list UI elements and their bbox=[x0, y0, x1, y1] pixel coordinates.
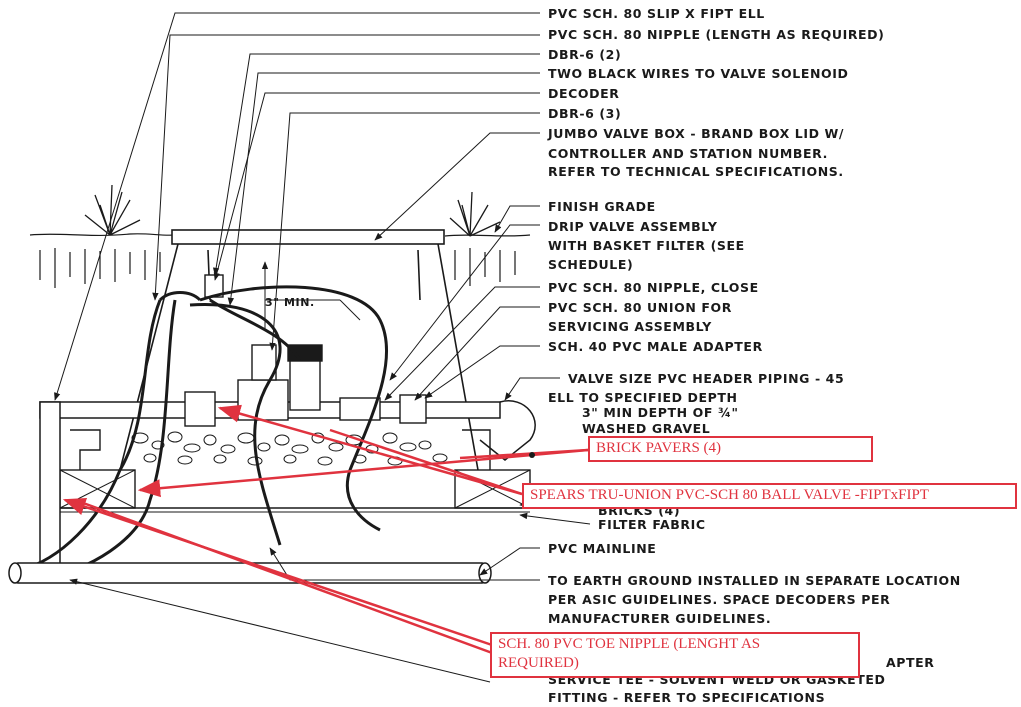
label-drip-valve-3: SCHEDULE) bbox=[548, 257, 634, 272]
label-min-dimension: 3" MIN. bbox=[265, 296, 315, 309]
label-jumbo-valve-box-3: REFER TO TECHNICAL SPECIFICATIONS. bbox=[548, 164, 844, 179]
label-drip-valve-2: WITH BASKET FILTER (SEE bbox=[548, 238, 745, 253]
label-jumbo-valve-box-2: CONTROLLER AND STATION NUMBER. bbox=[548, 146, 828, 161]
label-dbr6-2: DBR-6 (2) bbox=[548, 47, 622, 62]
label-nipple-length: PVC SCH. 80 NIPPLE (LENGTH AS REQUIRED) bbox=[548, 27, 885, 42]
callout-toe-nipple-text-2: REQUIRED) bbox=[498, 655, 579, 671]
label-two-black-wires: TWO BLACK WIRES TO VALVE SOLENOID bbox=[548, 66, 849, 81]
label-union-1: PVC SCH. 80 UNION FOR bbox=[548, 300, 732, 315]
wires bbox=[19, 285, 389, 582]
label-finish-grade: FINISH GRADE bbox=[548, 199, 656, 214]
label-gravel-1: 3" MIN DEPTH OF ¾" bbox=[582, 405, 739, 420]
label-drip-valve-1: DRIP VALVE ASSEMBLY bbox=[548, 219, 718, 234]
finish-grade-soil bbox=[29, 233, 531, 288]
label-slip-fipt-ell: PVC SCH. 80 SLIP x FIPT ELL bbox=[548, 6, 765, 21]
label-male-adapter: SCH. 40 PVC MALE ADAPTER bbox=[548, 339, 763, 354]
label-earth-ground-3: MANUFACTURER GUIDELINES. bbox=[548, 611, 772, 626]
markup-leaders bbox=[62, 404, 589, 656]
callout-toe-nipple: SCH. 80 PVC TOE NIPPLE (LENGHT AS REQUIR… bbox=[490, 632, 860, 678]
callout-ball-valve-text: SPEARS TRU-UNION PVC-SCH 80 BALL VALVE -… bbox=[530, 487, 929, 503]
drip-valve-assembly bbox=[184, 344, 427, 427]
label-service-tee-2: FITTING - REFER TO SPECIFICATIONS bbox=[548, 690, 826, 705]
label-pvc-mainline: PVC MAINLINE bbox=[548, 541, 657, 556]
label-filter-fabric: FILTER FABRIC bbox=[598, 517, 706, 532]
label-adapter-fragment: APTER bbox=[886, 655, 935, 670]
label-nipple-close: PVC SCH. 80 NIPPLE, CLOSE bbox=[548, 280, 759, 295]
callout-brick-pavers-text: BRICK PAVERS (4) bbox=[596, 440, 722, 456]
label-header-piping-2: ELL TO SPECIFIED DEPTH bbox=[548, 390, 738, 405]
label-earth-ground-1: TO EARTH GROUND INSTALLED IN SEPARATE LO… bbox=[548, 573, 961, 588]
label-header-piping-1: VALVE SIZE PVC HEADER PIPING - 45 bbox=[568, 371, 845, 386]
label-decoder: DECODER bbox=[548, 86, 620, 101]
plant-right-icon bbox=[449, 191, 501, 237]
label-gravel-2: WASHED GRAVEL bbox=[582, 421, 711, 436]
label-dbr6-3: DBR-6 (3) bbox=[548, 106, 622, 121]
callout-brick-pavers: BRICK PAVERS (4) bbox=[588, 436, 873, 462]
label-earth-ground-2: PER ASIC GUIDELINES. SPACE DECODERS PER bbox=[548, 592, 891, 607]
plant-left-icon bbox=[84, 184, 141, 236]
label-jumbo-valve-box-1: JUMBO VALVE BOX - BRAND BOX LID W/ bbox=[548, 126, 845, 141]
valve-box-lid bbox=[171, 229, 445, 245]
label-union-2: SERVICING ASSEMBLY bbox=[548, 319, 712, 334]
callout-toe-nipple-text-1: SCH. 80 PVC TOE NIPPLE (LENGHT AS bbox=[498, 636, 761, 652]
callout-ball-valve: SPEARS TRU-UNION PVC-SCH 80 BALL VALVE -… bbox=[522, 483, 1017, 509]
